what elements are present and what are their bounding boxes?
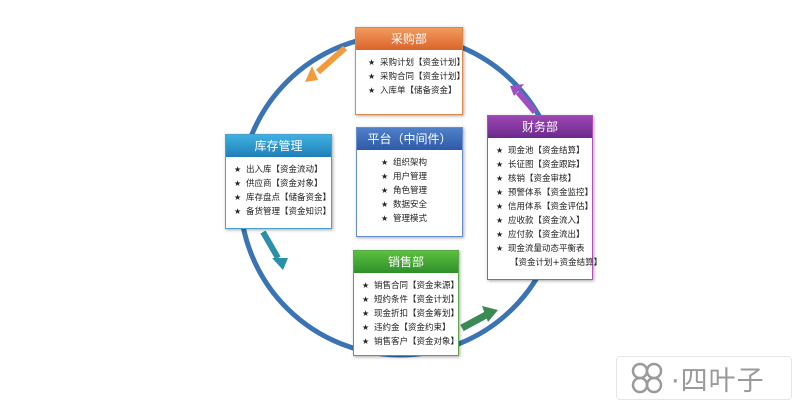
star-icon: ★ [234,193,242,202]
list-item: ★信用体系【资金评估】 [496,202,594,212]
star-icon: ★ [362,337,370,346]
star-icon: ★ [234,179,242,188]
list-item: ★现金折扣【资金筹划】 [362,309,460,319]
star-icon: ★ [381,200,389,209]
list-item: ★应付款【资金流出】 [496,230,585,240]
list-item: ★应收款【资金流入】 [496,216,585,226]
star-icon: ★ [496,160,504,169]
purchase-dept-title: 采购部 [356,28,462,50]
finance-dept-title: 财务部 [488,116,592,138]
star-icon: ★ [496,216,504,225]
star-icon: ★ [496,244,504,253]
star-icon: ★ [381,172,389,181]
star-icon: ★ [362,323,370,332]
list-item: ★违约金【资金约束】 [362,323,451,333]
list-item: ★管理模式 [381,214,428,224]
list-item: ★销售客户【资金对象】 [362,337,460,347]
star-icon: ★ [496,230,504,239]
arrow-to-inventory-icon [305,45,347,82]
arrow-sales-to-finance-icon [460,306,498,332]
star-icon: ★ [381,186,389,195]
list-item: ★库存盘点【储备资金】 [234,193,332,203]
inventory-box: 库存管理 ★出入库【资金流动】 ★供应商【资金对象】 ★库存盘点【储备资金】 ★… [225,134,332,229]
watermark: ·四叶子 [616,356,792,400]
list-item: ★角色管理 [381,186,428,196]
star-icon: ★ [381,214,389,223]
watermark-text: ·四叶子 [671,365,765,397]
list-item: ★用户管理 [381,172,428,182]
sales-dept-box: 销售部 ★销售合同【资金来源】 ★短约条件【资金计划】 ★现金折扣【资金筹划】 … [353,250,459,356]
arrow-to-sales-icon [260,230,288,270]
list-item: ★销售合同【资金来源】 [362,281,460,291]
inventory-title: 库存管理 [226,135,331,157]
star-icon: ★ [362,309,370,318]
list-item: ★数据安全 [381,200,428,210]
sales-dept-title: 销售部 [354,251,458,273]
list-item: ★长征图【资金跟踪】 [496,160,585,170]
star-icon: ★ [496,146,504,155]
list-item-continuation: 【资金计划+资金结算】 [510,258,603,268]
list-item: ★现金池【资金结算】 [496,146,585,156]
star-icon: ★ [381,158,389,167]
list-item: ★采购计划【资金计划】 [368,58,466,68]
list-item: ★核销【资金审核】 [496,174,577,184]
star-icon: ★ [362,295,370,304]
star-icon: ★ [368,72,376,81]
list-item: ★供应商【资金对象】 [234,179,323,189]
clover-logo-icon [631,362,663,394]
star-icon: ★ [368,58,376,67]
star-icon: ★ [368,86,376,95]
list-item: ★采购合同【资金计划】 [368,72,466,82]
list-item: ★出入库【资金流动】 [234,165,323,175]
list-item: ★入库单【储备资金】 [368,86,457,96]
list-item: ★短约条件【资金计划】 [362,295,460,305]
star-icon: ★ [496,188,504,197]
star-icon: ★ [234,165,242,174]
platform-box: 平台（中间件） ★组织架构 ★用户管理 ★角色管理 ★数据安全 ★管理模式 [356,127,463,237]
list-item: ★现金流量动态平衡表 [496,244,585,254]
finance-dept-box: 财务部 ★现金池【资金结算】 ★长征图【资金跟踪】 ★核销【资金审核】 ★预警体… [487,115,603,280]
list-item: ★预警体系【资金监控】 [496,188,594,198]
star-icon: ★ [362,281,370,290]
star-icon: ★ [496,202,504,211]
list-item: ★组织架构 [381,158,428,168]
list-item: ★备货管理【资金知识】 [234,207,332,217]
arrow-to-finance-icon [510,84,538,114]
star-icon: ★ [234,207,242,216]
platform-title: 平台（中间件） [357,128,462,150]
purchase-dept-box: 采购部 ★采购计划【资金计划】 ★采购合同【资金计划】 ★入库单【储备资金】 [355,27,466,115]
star-icon: ★ [496,174,504,183]
